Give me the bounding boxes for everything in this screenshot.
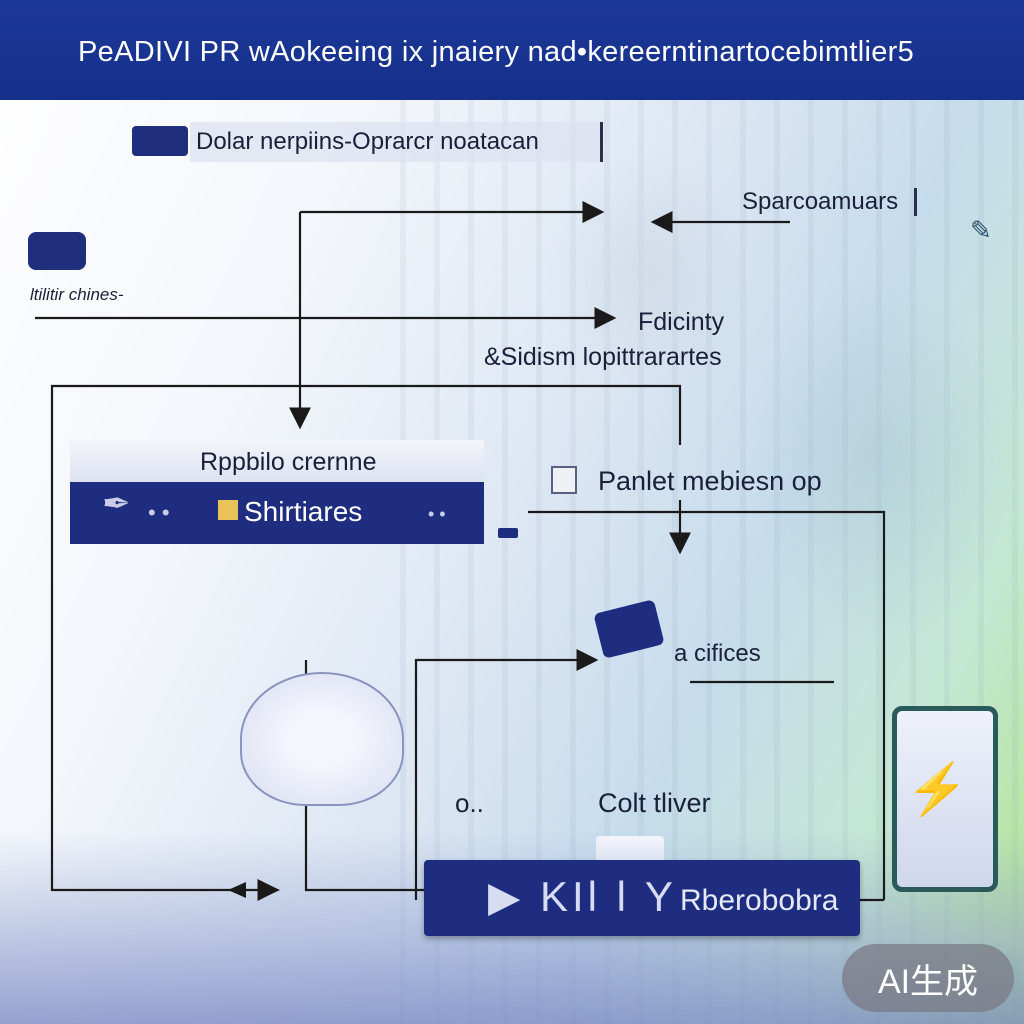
- double-arrow-icon: [228, 882, 280, 898]
- bottom-bar: [424, 860, 860, 936]
- shirt-label: Shirtiares: [244, 496, 363, 527]
- folder-icon: [218, 500, 238, 520]
- top-label: Dolar nerpiins-Oprarcr noatacan: [196, 128, 539, 155]
- machine-illustration: [240, 672, 404, 806]
- doc-icon: [551, 466, 577, 494]
- bottom-bar-label: Rberobobra: [680, 884, 839, 917]
- rpp-box-body: [70, 482, 484, 544]
- rpp-title: Rppbilo crernne: [200, 448, 377, 476]
- chart-icon: ⚡: [906, 761, 969, 817]
- acifices-label: a cifices: [674, 640, 761, 667]
- bottom-bar-tab: [596, 836, 664, 860]
- small-chip: [498, 528, 518, 538]
- left-label: ltilitir chines-: [30, 285, 124, 304]
- o-label: o..: [455, 788, 484, 818]
- header-banner: PeADIVI PR wAokeeing ix jnaiery nad•kere…: [0, 0, 1024, 100]
- device-illustration: [892, 706, 998, 892]
- ai-generated-badge: AI生成: [842, 944, 1014, 1012]
- coltliver-label: Colt tliver: [598, 788, 711, 818]
- dots-right-icon: • •: [428, 504, 446, 524]
- connector-right: [528, 510, 886, 900]
- left-pill-marker: [28, 232, 86, 270]
- panlet-label: Panlet mebiesn op: [598, 466, 822, 496]
- top-label-bar: [190, 122, 603, 162]
- top-pill-marker: [132, 126, 188, 156]
- connector-left-loop: [50, 384, 682, 901]
- connector-acifices: [414, 649, 599, 900]
- dots-icon: • •: [148, 500, 170, 525]
- rpp-box-header: [70, 440, 484, 482]
- sparco-label: Sparcoamuars: [742, 188, 918, 216]
- pen-icon: ✒: [102, 485, 131, 523]
- fdicinty-label: Fdicinty: [638, 308, 725, 336]
- sidism-label: &Sidism lopittrarartes: [484, 343, 722, 371]
- feather-icon: ✎: [970, 215, 992, 245]
- bottom-glyphs: ▶ KIl l Y: [488, 873, 677, 920]
- page-title: PeADIVI PR wAokeeing ix jnaiery nad•kere…: [78, 36, 915, 68]
